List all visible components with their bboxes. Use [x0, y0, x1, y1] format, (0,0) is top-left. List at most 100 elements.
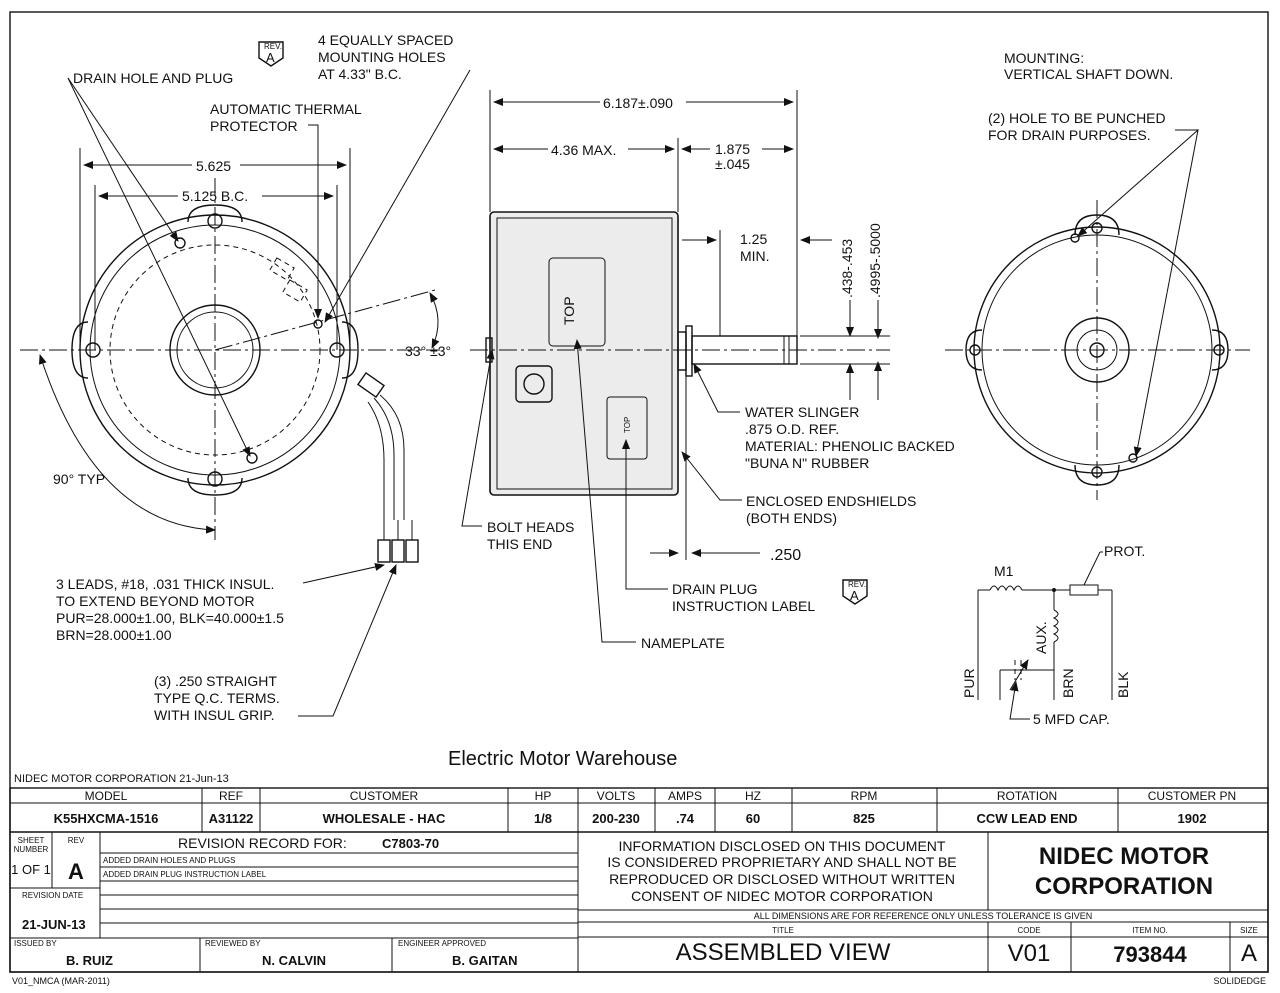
mounting-label-1: MOUNTING:: [1004, 50, 1084, 66]
mount-holes-label-2: MOUNTING HOLES: [318, 49, 446, 65]
m1-label: M1: [994, 563, 1014, 579]
tb-header-hz: HZ: [745, 789, 761, 803]
tb-model: K55HXCMA-1516: [54, 811, 159, 826]
tb-engineer: B. GAITAN: [452, 953, 517, 968]
slinger-label-3: MATERIAL: PHENOLIC BACKED: [745, 438, 955, 454]
title-block-text: MODEL REF CUSTOMER HP VOLTS AMPS HZ RPM …: [11, 789, 1266, 986]
tb-title: ASSEMBLED VIEW: [676, 939, 891, 966]
tb-sheet-label-1: SHEET: [18, 836, 45, 845]
thermal-label-1: AUTOMATIC THERMAL: [210, 101, 362, 117]
tb-notice-3: REPRODUCED OR DISCLOSED WITHOUT WRITTEN: [609, 871, 955, 887]
tb-ref: A31122: [209, 811, 254, 826]
dim-250: .250: [770, 547, 801, 564]
tb-header-rotation: ROTATION: [997, 789, 1057, 803]
drain-plug-label-2: INSTRUCTION LABEL: [672, 598, 815, 614]
terms-label-3: WITH INSUL GRIP.: [154, 707, 275, 723]
dim-1875: 1.875: [715, 141, 750, 157]
tb-amps: .74: [676, 811, 695, 826]
tb-header-model: MODEL: [85, 789, 128, 803]
tb-notice-1: INFORMATION DISCLOSED ON THIS DOCUMENT: [619, 838, 946, 854]
tb-revision-date-label: REVISION DATE: [22, 891, 83, 900]
watermark-text: Electric Motor Warehouse: [448, 748, 677, 770]
dim-4995: .4995-.5000: [867, 223, 883, 298]
drain-plug-label-1: DRAIN PLUG: [672, 581, 758, 597]
tb-header-ref: REF: [219, 789, 243, 803]
tb-sheet-label-2: NUMBER: [14, 845, 49, 854]
tb-revision-note-2: ADDED DRAIN PLUG INSTRUCTION LABEL: [103, 870, 267, 879]
tb-revision-date: 21-JUN-13: [22, 917, 86, 932]
tb-rpm: 825: [853, 811, 875, 826]
slinger-label-1: WATER SLINGER: [745, 404, 859, 420]
angle-33: 33° ±3°: [405, 343, 451, 359]
tb-customer: WHOLESALE - HAC: [323, 811, 446, 826]
tb-notice-4: CONSENT OF NIDEC MOTOR CORPORATION: [631, 888, 933, 904]
left-end-view: [20, 69, 471, 717]
rev-tag-text-2: REV.: [848, 580, 866, 589]
punch-label-1: (2) HOLE TO BE PUNCHED: [988, 110, 1166, 126]
dim-6187: 6.187±.090: [603, 95, 673, 111]
nameplate-label: NAMEPLATE: [641, 635, 725, 651]
tb-hz: 60: [746, 811, 760, 826]
tb-reviewed-by: N. CALVIN: [262, 953, 326, 968]
bolt-label-1: BOLT HEADS: [487, 519, 574, 535]
dim-438: .438-.453: [839, 239, 855, 298]
drain-label-top-mark: TOP: [623, 417, 632, 433]
thermal-label-2: PROTECTOR: [210, 118, 298, 134]
tb-revision-record-value: C7803-70: [382, 836, 439, 851]
title-block: [9, 787, 1269, 973]
tb-footer-left: V01_NMCA (MAR-2011): [12, 976, 110, 986]
tb-rev-label: REV: [68, 836, 85, 845]
tb-header-rpm: RPM: [851, 789, 878, 803]
leads-label-4: BRN=28.000±1.00: [56, 627, 172, 643]
tb-size-label: SIZE: [1240, 926, 1258, 935]
tb-header-customer-pn: CUSTOMER PN: [1148, 789, 1236, 803]
pur-label: PUR: [961, 668, 977, 698]
right-view-labels: MOUNTING: VERTICAL SHAFT DOWN. (2) HOLE …: [988, 50, 1173, 143]
tb-dimensions-note: ALL DIMENSIONS ARE FOR REFERENCE ONLY UN…: [754, 911, 1093, 921]
tb-code-label: CODE: [1017, 926, 1040, 935]
wiring-schematic: [977, 551, 1113, 720]
mount-holes-label-3: AT 4.33" B.C.: [318, 66, 402, 82]
tb-reviewed-by-label: REVIEWED BY: [205, 939, 261, 948]
tb-company-1: NIDEC MOTOR: [1039, 843, 1209, 870]
tb-size: A: [1241, 940, 1257, 967]
tb-header-amps: AMPS: [668, 789, 702, 803]
tb-customer-pn: 1902: [1178, 811, 1207, 826]
dim-5625: 5.625: [196, 158, 231, 174]
revision-tag-top: REV. A: [258, 41, 284, 67]
rev-tag-letter: A: [266, 50, 275, 65]
rev-tag-text: REV.: [264, 42, 282, 51]
cap-label: 5 MFD CAP.: [1033, 711, 1110, 727]
tb-code: V01: [1008, 940, 1051, 967]
tb-issued-by-label: ISSUED BY: [14, 939, 57, 948]
tb-footer-right: SOLIDEDGE: [1213, 976, 1266, 986]
tb-volts: 200-230: [592, 811, 640, 826]
dim-125: 1.25: [740, 231, 767, 247]
tb-notice-2: IS CONSIDERED PROPRIETARY AND SHALL NOT …: [607, 854, 956, 870]
tb-hp: 1/8: [534, 811, 552, 826]
dim-125-min: MIN.: [740, 248, 770, 264]
tb-company-2: CORPORATION: [1035, 873, 1213, 900]
tb-revision-record-label: REVISION RECORD FOR:: [178, 835, 347, 851]
slinger-label-2: .875 O.D. REF.: [745, 421, 839, 437]
dim-1875-tol: ±.045: [715, 156, 750, 172]
bolt-label-2: THIS END: [487, 536, 552, 552]
tb-header-volts: VOLTS: [597, 789, 635, 803]
leads-label-3: PUR=28.000±1.00, BLK=40.000±1.5: [56, 610, 284, 626]
slinger-label-4: "BUNA N" RUBBER: [745, 455, 869, 471]
tb-item-label: ITEM NO.: [1132, 926, 1168, 935]
side-view-labels: 6.187±.090 4.36 MAX. 1.875 ±.045 1.25 MI…: [487, 95, 955, 651]
leads-label-1: 3 LEADS, #18, .031 THICK INSUL.: [56, 576, 274, 592]
side-view: [461, 90, 890, 643]
rev-tag-letter-2: A: [850, 588, 859, 603]
prot-label: PROT.: [1104, 543, 1145, 559]
tb-header-customer: CUSTOMER: [350, 789, 419, 803]
brn-label: BRN: [1060, 668, 1076, 698]
tb-rev-value: A: [68, 859, 84, 884]
blk-label: BLK: [1115, 671, 1131, 698]
mounting-label-2: VERTICAL SHAFT DOWN.: [1004, 66, 1173, 82]
tb-rotation: CCW LEAD END: [976, 811, 1077, 826]
aux-label: AUX.: [1033, 621, 1049, 654]
drain-hole-label: DRAIN HOLE AND PLUG: [73, 70, 233, 86]
